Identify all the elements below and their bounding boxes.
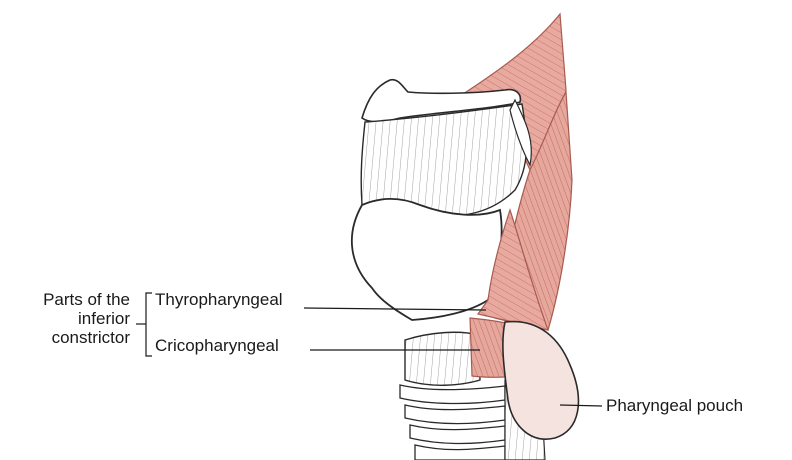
cricopharyngeal-label: Cricopharyngeal <box>155 336 279 355</box>
parts-of-inferior-constrictor-label: Parts of the inferior constrictor <box>8 290 130 347</box>
parts-bracket <box>146 293 152 356</box>
thyropharyngeal-label: Thyropharyngeal <box>155 290 283 309</box>
pharyngeal-pouch-label: Pharyngeal pouch <box>606 396 743 415</box>
parts-label-line-3: constrictor <box>8 328 130 347</box>
parts-label-line-2: inferior <box>8 309 130 328</box>
parts-label-line-1: Parts of the <box>8 290 130 309</box>
cricoid-cartilage <box>405 332 480 385</box>
trachea-rings <box>400 385 505 460</box>
thyroid-cartilage <box>352 199 502 320</box>
